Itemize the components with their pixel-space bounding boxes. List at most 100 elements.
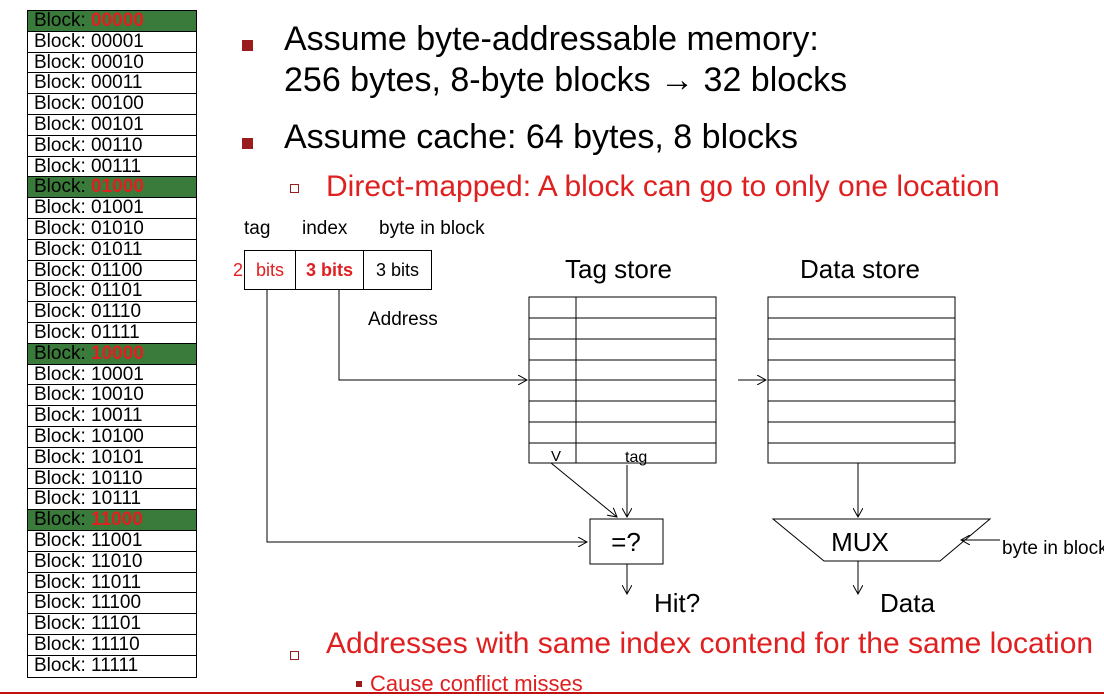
address-label: Address	[368, 309, 438, 330]
memory-block-prefix: Block:	[34, 281, 92, 302]
memory-block-row: Block: 01000	[28, 177, 196, 199]
memory-block-prefix: Block:	[34, 364, 92, 385]
memory-block-number: 00000	[91, 11, 144, 31]
address-tag-width-digit: 2	[233, 260, 244, 280]
sub-bullet-direct-mapped: Direct-mapped: A block can go to only on…	[326, 170, 1000, 203]
memory-block-number: 11111	[91, 655, 139, 676]
memory-block-prefix: Block:	[34, 52, 92, 73]
memory-block-prefix: Block:	[34, 634, 92, 655]
tag-compare-arrow	[266, 290, 587, 542]
memory-block-prefix: Block:	[34, 260, 92, 281]
memory-block-prefix: Block:	[34, 572, 92, 593]
memory-block-row: Block: 01011	[28, 240, 196, 261]
memory-block-prefix: Block:	[34, 593, 92, 614]
memory-block-number: 01000	[91, 177, 144, 198]
memory-block-row: Block: 01100	[28, 261, 196, 282]
memory-block-prefix: Block:	[34, 156, 92, 177]
memory-block-row: Block: 11111	[28, 656, 196, 677]
memory-block-row: Block: 11100	[28, 593, 196, 615]
address-header-byte: byte in block	[379, 218, 485, 239]
bullet-marker	[242, 40, 253, 51]
memory-block-row: Block: 01101	[28, 281, 196, 303]
bullet-marker	[242, 138, 253, 149]
memory-block-prefix: Block:	[34, 11, 92, 31]
memory-block-number: 10110	[91, 468, 143, 489]
memory-block-row: Block: 00001	[28, 32, 196, 53]
memory-block-prefix: Block:	[34, 468, 92, 489]
memory-block-prefix: Block:	[34, 406, 92, 427]
memory-block-prefix: Block:	[34, 135, 92, 156]
memory-block-prefix: Block:	[34, 510, 92, 531]
memory-block-row: Block: 11001	[28, 531, 196, 552]
memory-block-row: Block: 01001	[28, 198, 196, 219]
memory-block-number: 01101	[91, 281, 143, 302]
hit-label: Hit?	[654, 588, 700, 618]
memory-block-prefix: Block:	[34, 447, 92, 468]
memory-block-prefix: Block:	[34, 73, 92, 94]
memory-block-number: 11110	[91, 634, 140, 655]
memory-block-row: Block: 10000	[28, 343, 196, 365]
memory-block-number: 01100	[91, 260, 143, 281]
memory-block-prefix: Block:	[34, 239, 92, 260]
memory-block-prefix: Block:	[34, 489, 92, 510]
footer-divider	[0, 692, 1104, 694]
memory-block-prefix: Block:	[34, 322, 92, 343]
memory-block-number: 10001	[91, 364, 144, 385]
tag-store: V tag	[528, 296, 717, 466]
memory-block-prefix: Block:	[34, 385, 92, 406]
memory-block-prefix: Block:	[34, 426, 92, 447]
memory-block-number: 00001	[91, 31, 144, 52]
memory-block-number: 10101	[91, 447, 144, 468]
memory-block-number: 01110	[91, 302, 142, 323]
address-header-index: index	[302, 218, 348, 239]
memory-block-row: Block: 00101	[28, 115, 196, 136]
memory-block-prefix: Block:	[34, 94, 92, 115]
memory-block-number: 10100	[91, 426, 144, 447]
memory-block-number: 11011	[91, 572, 142, 593]
memory-block-row: Block: 01111	[28, 323, 196, 344]
address-field-byte: 3 bits	[363, 250, 432, 290]
memory-block-number: 00111	[91, 156, 142, 177]
sub-bullet-marker	[290, 651, 299, 660]
data-store-title: Data store	[800, 254, 920, 284]
memory-block-number: 11101	[91, 614, 142, 635]
memory-block-prefix: Block:	[34, 551, 92, 572]
sub-bullet-conflict: Addresses with same index contend for th…	[326, 627, 1094, 660]
memory-block-row: Block: 11010	[28, 552, 196, 573]
memory-block-number: 11001	[91, 530, 143, 551]
memory-block-row: Block: 00110	[28, 136, 196, 157]
memory-block-row: Block: 00000	[28, 11, 196, 32]
memory-block-row: Block: 10101	[28, 448, 196, 469]
memory-block-number: 00110	[91, 135, 143, 156]
tag-store-col-v: V	[551, 448, 561, 465]
memory-block-prefix: Block:	[34, 302, 92, 323]
memory-block-row: Block: 10001	[28, 365, 196, 386]
memory-block-number: 01011	[91, 239, 143, 260]
memory-block-number: 10111	[91, 489, 142, 510]
tag-store-col-tag: tag	[625, 449, 647, 466]
memory-block-row: Block: 01110	[28, 302, 196, 323]
comparator-label: =?	[611, 527, 641, 557]
memory-block-prefix: Block:	[34, 114, 92, 135]
sub-bullet-marker	[290, 184, 299, 193]
memory-block-prefix: Block:	[34, 198, 92, 219]
memory-block-number: 00010	[91, 52, 144, 73]
memory-block-number: 00011	[91, 73, 143, 94]
memory-block-prefix: Block:	[34, 655, 92, 676]
data-label: Data	[880, 588, 935, 618]
memory-block-row: Block: 10110	[28, 469, 196, 490]
memory-block-number: 00100	[91, 94, 144, 115]
memory-block-prefix: Block:	[34, 218, 92, 239]
memory-block-number: 11100	[91, 593, 142, 614]
memory-block-number: 11000	[91, 510, 143, 531]
memory-block-prefix: Block:	[34, 31, 92, 52]
memory-block-row: Block: 10010	[28, 385, 196, 407]
memory-block-row: Block: 10111	[28, 489, 196, 511]
memory-block-number: 11010	[91, 551, 143, 572]
memory-block-row: Block: 00010	[28, 53, 196, 74]
bullet-memory-line2: 256 bytes, 8-byte blocks → 32 blocks	[284, 61, 848, 99]
memory-block-number: 01001	[91, 198, 144, 219]
memory-block-row: Block: 11101	[28, 614, 196, 635]
